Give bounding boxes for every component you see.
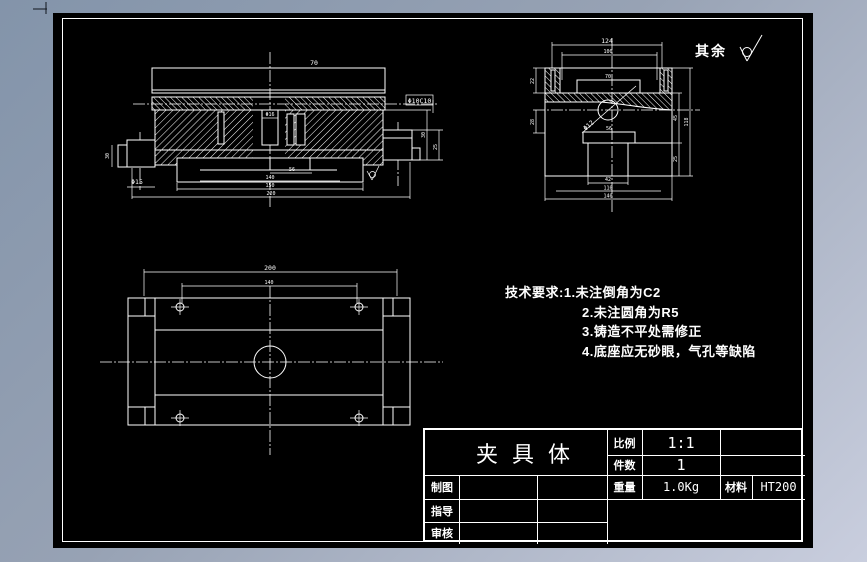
grid-line bbox=[607, 430, 608, 544]
dim-label: 30 bbox=[105, 153, 111, 159]
grid-line bbox=[425, 522, 607, 523]
dim-label: 150 bbox=[265, 183, 274, 189]
weight-label: 重量 bbox=[613, 482, 636, 494]
grid-line bbox=[459, 475, 460, 544]
bolt-hole bbox=[350, 299, 368, 315]
grid-line bbox=[425, 475, 805, 476]
dim-label: Φ16 bbox=[265, 112, 274, 118]
dim-label: 25 bbox=[433, 144, 439, 150]
advisor-label: 指导 bbox=[431, 505, 453, 518]
bolt-hole bbox=[171, 410, 189, 426]
dim-label: 56 bbox=[606, 126, 612, 132]
dim-label: 140 bbox=[264, 280, 273, 286]
dim-label: 118 bbox=[684, 117, 690, 126]
tech-line: 技术要求:1.未注倒角为C2 bbox=[505, 285, 661, 300]
qty-value: 1 bbox=[676, 456, 686, 474]
dim-label: 70 bbox=[605, 74, 611, 80]
dim-label: 45 bbox=[673, 115, 679, 121]
checker-label: 审核 bbox=[431, 528, 453, 540]
material-value: HT200 bbox=[760, 480, 797, 494]
title-block: 夹具体 比例 1:1 件数 1 制图 重量 1.0Kg 材料 HT200 指导 … bbox=[423, 428, 805, 544]
dim-label: 100 bbox=[603, 49, 612, 55]
trim-mark bbox=[33, 2, 47, 14]
scale-value: 1:1 bbox=[667, 433, 695, 452]
tech-requirements: 技术要求:1.未注倒角为C2 2.未注圆角为R5 3.铸造不平处需修正 4.底座… bbox=[505, 283, 756, 361]
dim-label: 140 bbox=[603, 194, 612, 200]
grid-line bbox=[607, 455, 805, 456]
side-section-view: 70 Φ12 56 124 100 42 110 bbox=[530, 37, 700, 212]
finish-note-label: 其余 bbox=[695, 43, 727, 59]
dim-label: 28 bbox=[530, 119, 536, 125]
dim-label: 25 bbox=[673, 156, 679, 162]
tech-line: 3.铸造不平处需修正 bbox=[582, 324, 702, 339]
grid-line bbox=[642, 430, 643, 499]
dim-label: 70 bbox=[310, 59, 318, 67]
bolt-hole bbox=[171, 299, 189, 315]
front-section-view: 70 Φ10C10 Φ16 bbox=[105, 52, 443, 207]
plan-top-view: 200 140 bbox=[100, 264, 443, 455]
weight-value: 1.0Kg bbox=[662, 480, 700, 494]
dim-label: 140 bbox=[265, 175, 274, 181]
grid-line bbox=[537, 475, 538, 544]
part-name: 夹具体 bbox=[475, 441, 584, 467]
grid-line bbox=[425, 499, 805, 500]
dim-label: 30 bbox=[421, 132, 427, 138]
dim-label: 124 bbox=[601, 37, 613, 45]
dim-label: 42 bbox=[605, 177, 611, 183]
qty-label: 件数 bbox=[613, 460, 636, 472]
scale-label: 比例 bbox=[613, 437, 636, 450]
dim-label: 220 bbox=[266, 191, 275, 197]
tech-line: 2.未注圆角为R5 bbox=[582, 304, 679, 320]
dim-label: 56 bbox=[289, 167, 295, 173]
drafter-label: 制图 bbox=[431, 482, 453, 494]
material-label: 材料 bbox=[725, 482, 747, 494]
grid-line bbox=[752, 475, 753, 499]
tech-line: 4.底座应无砂眼，气孔等缺陷 bbox=[582, 343, 756, 359]
dim-label: 110 bbox=[603, 186, 612, 192]
dim-label: 200 bbox=[264, 264, 276, 272]
bolt-hole bbox=[350, 410, 368, 426]
fit-callout: Φ10C10 bbox=[408, 97, 432, 105]
grid-line bbox=[720, 430, 721, 499]
leader-label: Φ12 bbox=[582, 119, 596, 133]
surface-finish-icon bbox=[739, 34, 763, 62]
dim-label: 22 bbox=[530, 78, 536, 84]
roughness-icon bbox=[366, 165, 380, 181]
dim-label: Φ15 bbox=[131, 178, 143, 186]
